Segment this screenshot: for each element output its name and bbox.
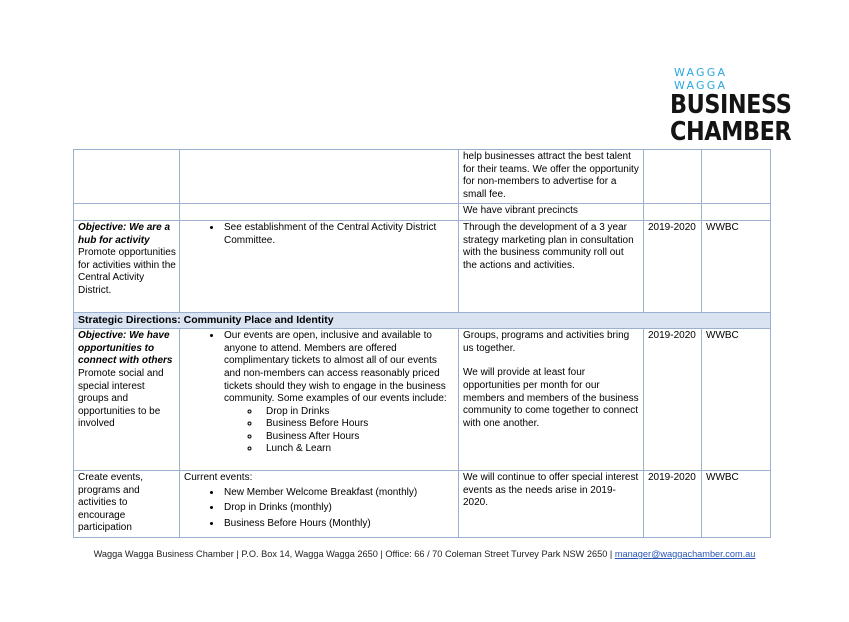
current-events-label: Current events: (184, 472, 253, 484)
table-row: We have vibrant precincts (73, 203, 771, 221)
list-item: Drop in Drinks (monthly) (222, 500, 455, 516)
section-row: Strategic Directions: Community Place an… (73, 311, 771, 330)
table-row: Objective: We have opportunities to conn… (73, 328, 771, 472)
section-title: Strategic Directions: Community Place an… (73, 311, 771, 330)
objective-cell: Create events, programs and activities t… (73, 470, 180, 539)
sub-list: Drop in Drinks Business Before Hours Bus… (224, 406, 455, 456)
lead-cell: WWBC (701, 328, 771, 472)
logo-line-2: CHAMBER (670, 117, 792, 147)
footer-address: Wagga Wagga Business Chamber | P.O. Box … (93, 549, 615, 559)
sub-list-item: Drop in Drinks (260, 406, 455, 419)
objective-cell: Objective: We are a hub for activity Pro… (73, 219, 180, 313)
logo-top-text: WAGGA WAGGA (674, 66, 728, 92)
table-row: Create events, programs and activities t… (73, 470, 771, 539)
sub-list-item: Business After Hours (260, 431, 455, 444)
outcome-cell: Groups, programs and activities bring us… (458, 328, 644, 472)
lead-cell: WWBC (701, 219, 771, 313)
table-row: Objective: We are a hub for activity Pro… (73, 219, 771, 313)
chamber-logo: WAGGA WAGGA BUSINESS CHAMBER (670, 66, 792, 147)
sub-list-item: Lunch & Learn (260, 443, 455, 456)
table-cell (73, 203, 180, 221)
outcome-cell: We will continue to offer special intere… (458, 470, 644, 539)
footer-email-link[interactable]: manager@waggachamber.com.au (614, 549, 756, 559)
sub-list-item: Business Before Hours (260, 418, 455, 431)
table-cell (701, 148, 771, 205)
table-cell (701, 203, 771, 221)
table-cell (179, 203, 459, 221)
outcome-paragraph: Groups, programs and activities bring us… (463, 330, 630, 354)
bullet-list: New Member Welcome Breakfast (monthly) D… (184, 485, 455, 532)
table-cell (643, 203, 702, 221)
action-plan-table: help businesses attract the best talent … (73, 148, 771, 539)
table-cell (179, 148, 459, 205)
outcome-cell: Through the development of a 3 year stra… (458, 219, 644, 313)
timeframe-cell: 2019-2020 (643, 470, 702, 539)
list-item: See establishment of the Central Activit… (222, 222, 455, 247)
table-cell (643, 148, 702, 205)
objective-title: Objective: We are a hub for activity (78, 221, 171, 246)
logo-line-1: BUSINESS (670, 90, 792, 120)
actions-cell: Our events are open, inclusive and avail… (179, 328, 459, 472)
list-item: Business Before Hours (Monthly) (222, 516, 455, 532)
sub-heading: We have vibrant precincts (458, 203, 644, 221)
bullet-list: Our events are open, inclusive and avail… (184, 330, 455, 456)
list-item-text: Our events are open, inclusive and avail… (224, 330, 447, 405)
timeframe-cell: 2019-2020 (643, 328, 702, 472)
objective-title: Objective: We have opportunities to conn… (78, 330, 173, 367)
list-item: Our events are open, inclusive and avail… (222, 330, 455, 456)
bullet-list: See establishment of the Central Activit… (184, 222, 455, 247)
table-cell: help businesses attract the best talent … (458, 148, 644, 205)
objective-description: Promote social and special interest grou… (78, 367, 164, 430)
table-row: help businesses attract the best talent … (73, 148, 771, 205)
outcome-paragraph: We will provide at least four opportunit… (463, 367, 639, 429)
lead-cell: WWBC (701, 470, 771, 539)
objective-description: Promote opportunities for activities wit… (78, 247, 176, 296)
list-item: New Member Welcome Breakfast (monthly) (222, 485, 455, 501)
actions-cell: See establishment of the Central Activit… (179, 219, 459, 313)
page-footer: Wagga Wagga Business Chamber | P.O. Box … (0, 549, 849, 559)
table-cell (73, 148, 180, 205)
timeframe-cell: 2019-2020 (643, 219, 702, 313)
actions-cell: Current events: New Member Welcome Break… (179, 470, 459, 539)
objective-cell: Objective: We have opportunities to conn… (73, 328, 180, 472)
